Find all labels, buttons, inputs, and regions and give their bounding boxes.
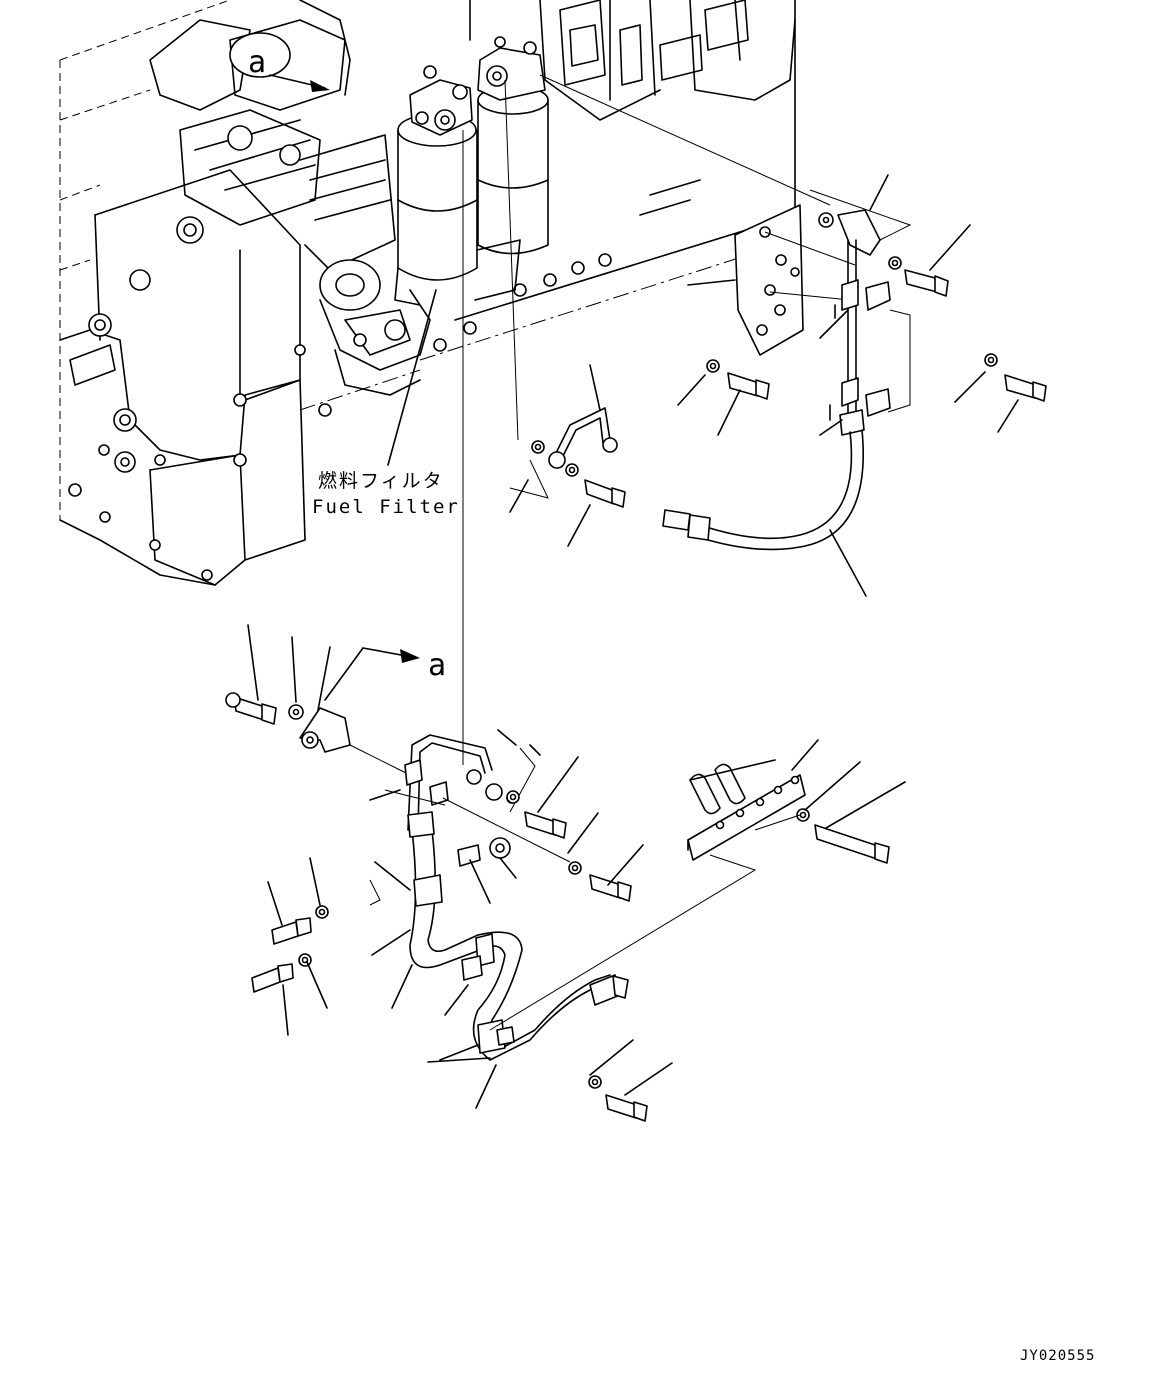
- drawing-code: JY020555: [1020, 1348, 1095, 1364]
- view-a-arrow-mid: a: [324, 647, 446, 701]
- leader-engine-to-bracket: [539, 74, 831, 206]
- view-a-arrow-top: a: [248, 45, 330, 92]
- small-pipe-assembly: [504, 79, 626, 547]
- view-a-label-top: a: [248, 45, 266, 80]
- fuel-filter-assembly: [394, 36, 549, 306]
- bracket-plate-assembly: [662, 174, 1047, 597]
- fuel-filter-label-en: Fuel Filter: [312, 496, 460, 518]
- fuel-filter-callout: 燃料フィルタ Fuel Filter: [312, 289, 460, 518]
- tube-bar-assembly: [489, 739, 906, 1031]
- lower-hose-assembly: [225, 624, 810, 1122]
- engine-block: [59, 0, 796, 586]
- fuel-filter-label-jp: 燃料フィルタ: [318, 470, 444, 492]
- view-a-label-mid: a: [428, 648, 446, 683]
